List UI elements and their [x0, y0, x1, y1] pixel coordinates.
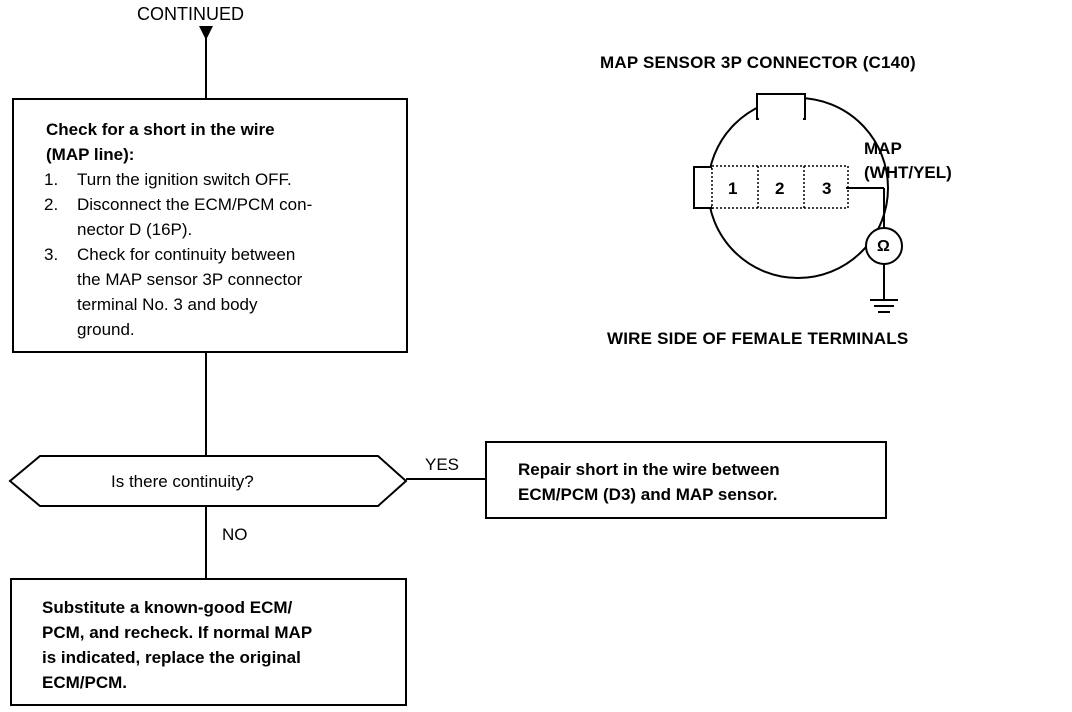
wire-color-label: (WHT/YEL): [864, 163, 952, 182]
connector-drawing: [693, 93, 903, 313]
step-number: 1.: [44, 170, 59, 189]
substitute-line4: ECM/PCM.: [42, 673, 127, 692]
yes-label: YES: [425, 455, 460, 474]
step-2: 2. Disconnect the ECM/PCM con- nector D …: [44, 192, 374, 242]
step-line: Turn the ignition switch OFF.: [77, 170, 292, 189]
check-heading-line2: (MAP line):: [46, 145, 135, 164]
repair-box: [485, 441, 887, 519]
decision-question: Is there continuity?: [111, 472, 254, 491]
substitute-box: [10, 578, 407, 706]
substitute-line1: Substitute a known-good ECM/: [42, 598, 293, 617]
step-3: 3. Check for continuity between the MAP …: [44, 242, 374, 342]
step-line: terminal No. 3 and body: [77, 295, 258, 314]
step-number: 2.: [44, 195, 59, 214]
wire-side-label: WIRE SIDE OF FEMALE TERMINALS: [607, 329, 909, 348]
terminal-3-label: 3: [822, 179, 832, 198]
repair-line2: ECM/PCM (D3) and MAP sensor.: [518, 485, 778, 504]
step-line: ground.: [77, 320, 135, 339]
continued-arrow: [199, 26, 213, 40]
substitute-line3: is indicated, replace the original: [42, 648, 301, 667]
no-label: NO: [222, 525, 248, 544]
repair-line1: Repair short in the wire between: [518, 460, 780, 479]
step-number: 3.: [44, 245, 59, 264]
terminal-2-label: 2: [775, 179, 785, 198]
check-heading-line1: Check for a short in the wire: [46, 120, 275, 139]
ground-symbol: [870, 299, 898, 313]
terminal-1-label: 1: [728, 179, 738, 198]
step-1: 1. Turn the ignition switch OFF.: [44, 167, 374, 192]
decision-hexagon: [8, 455, 408, 507]
step-line: the MAP sensor 3P connector: [77, 270, 303, 289]
step-line: Disconnect the ECM/PCM con-: [77, 195, 313, 214]
ohm-symbol: Ω: [877, 238, 890, 255]
step-line: nector D (16P).: [77, 220, 193, 239]
substitute-line2: PCM, and recheck. If normal MAP: [42, 623, 313, 642]
map-wire-label: MAP: [864, 139, 902, 158]
check-short-box: [12, 98, 408, 353]
continued-label: CONTINUED: [137, 4, 244, 24]
connector-title: MAP SENSOR 3P CONNECTOR (C140): [600, 53, 916, 72]
step-line: Check for continuity between: [77, 245, 296, 264]
